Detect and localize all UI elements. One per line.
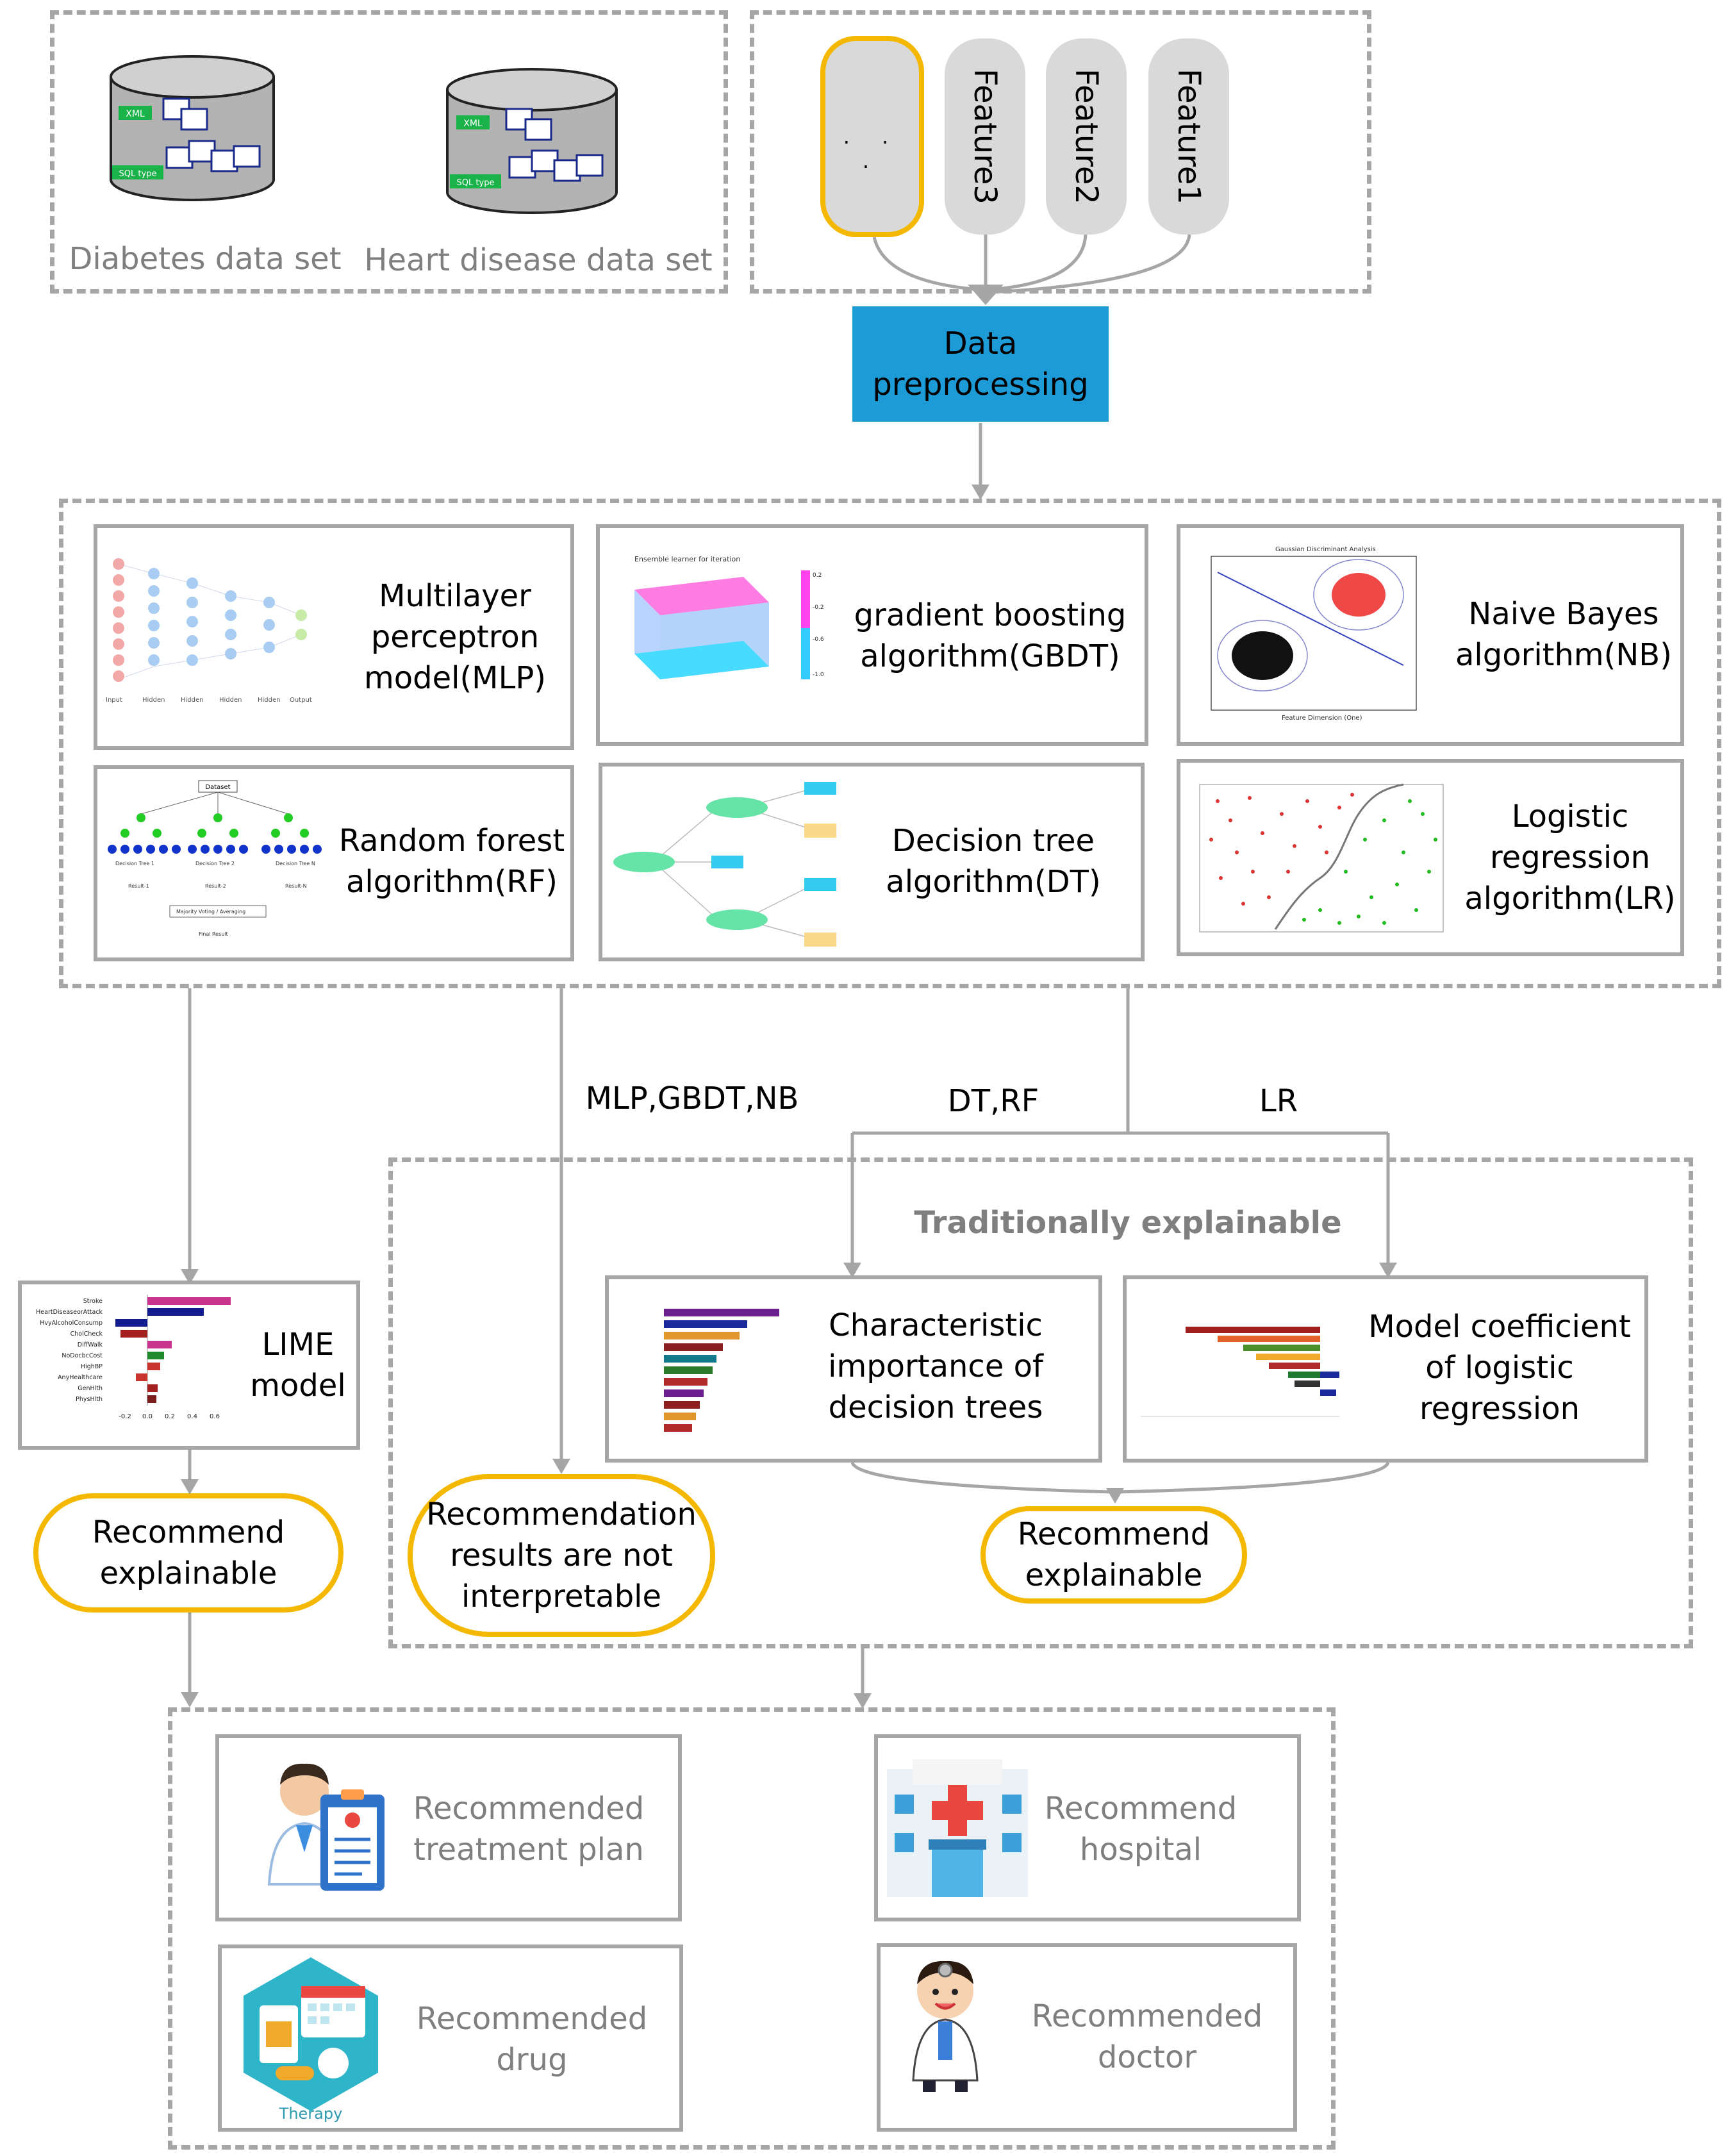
svg-text:SQL type: SQL type bbox=[119, 169, 157, 179]
gbdt-model-label: gradient boosting algorithm(GBDT) bbox=[854, 597, 1127, 674]
diabetes-database-icon: XML SQL type bbox=[110, 55, 275, 201]
lime-feature-0: Stroke bbox=[83, 1298, 103, 1305]
rf-model-label: Random forest algorithm(RF) bbox=[338, 823, 565, 900]
svg-text:Output: Output bbox=[290, 697, 312, 704]
svg-text:-0.2: -0.2 bbox=[813, 604, 824, 611]
lime-feature-1: HeartDiseaseorAttack bbox=[36, 1309, 103, 1316]
traditionally-explainable-group bbox=[388, 1157, 1693, 1648]
traditionally-explainable-title: Traditionally explainable bbox=[914, 1205, 1342, 1241]
svg-text:Result-1: Result-1 bbox=[128, 883, 149, 889]
dt-importance-label: Characteristic importance of decision tr… bbox=[828, 1307, 1043, 1425]
lime-model-label: LIME model bbox=[250, 1327, 346, 1404]
lr-coef-box bbox=[1123, 1275, 1648, 1463]
svg-text:Input: Input bbox=[106, 697, 122, 704]
branch-label-dt-rf: DT,RF bbox=[947, 1083, 1039, 1119]
lime-feature-8: GenHlth bbox=[78, 1385, 103, 1392]
rf-model-box bbox=[94, 765, 574, 961]
svg-text:Majority Voting / Averaging: Majority Voting / Averaging bbox=[176, 909, 245, 915]
branch-label-mlp-gbdt-nb: MLP,GBDT,NB bbox=[585, 1081, 799, 1116]
lime-bar-chart: Stroke HeartDiseaseorAttack HvyAlcoholCo… bbox=[36, 1295, 231, 1420]
svg-text:Hidden: Hidden bbox=[219, 697, 242, 704]
heart-database-icon: XML SQL type bbox=[446, 68, 618, 214]
lr-coef-label: Model coefficient of logistic regression bbox=[1368, 1309, 1631, 1427]
dt-tree-diagram bbox=[613, 782, 836, 947]
diabetes-dataset-label: Diabetes data set bbox=[69, 241, 342, 277]
svg-text:Result-N: Result-N bbox=[285, 883, 307, 889]
data-preprocessing-box: Data preprocessing bbox=[852, 306, 1109, 422]
dt-importance-chart bbox=[664, 1309, 779, 1432]
feature3-pill: Feature3 bbox=[945, 38, 1025, 235]
svg-text:Hidden: Hidden bbox=[258, 697, 280, 704]
svg-text:Result-2: Result-2 bbox=[205, 883, 226, 889]
hospital-label: Recommend hospital bbox=[1044, 1791, 1237, 1868]
heart-dataset-label: Heart disease data set bbox=[364, 242, 713, 278]
features-group bbox=[750, 10, 1371, 294]
svg-text:Decision Tree 1: Decision Tree 1 bbox=[115, 861, 154, 867]
lr-scatter-plot bbox=[1199, 783, 1444, 933]
nb-scatter-plot: Gaussian Discriminant Analysis Feature D… bbox=[1211, 546, 1417, 722]
gbdt-3d-plot: Ensemble learner for iteration 0.2 -0.2 -0… bbox=[634, 555, 824, 679]
hospital-building-icon bbox=[887, 1759, 1028, 1897]
lime-tick-2: 0.2 bbox=[165, 1413, 175, 1420]
traditional-recommend-explainable: Recommend explainable bbox=[980, 1506, 1247, 1604]
feature2-pill: Feature2 bbox=[1046, 38, 1127, 235]
lime-tick-4: 0.6 bbox=[210, 1413, 220, 1420]
lime-feature-9: PhysHlth bbox=[76, 1396, 103, 1403]
svg-text:Hidden: Hidden bbox=[142, 697, 165, 704]
lime-tick-1: 0.0 bbox=[142, 1413, 153, 1420]
doctor-avatar-icon bbox=[912, 1961, 979, 2092]
svg-text:Final Result: Final Result bbox=[199, 931, 228, 937]
connector-feature1 bbox=[989, 234, 1191, 294]
mlp-model-label: Multilayer perceptron model(MLP) bbox=[363, 578, 546, 696]
svg-text:Hidden: Hidden bbox=[181, 697, 203, 704]
drug-label: Recommended drug bbox=[416, 2001, 648, 2078]
lime-tick-3: 0.4 bbox=[187, 1413, 197, 1420]
lr-coef-chart bbox=[1141, 1327, 1339, 1417]
recommendations-group bbox=[168, 1707, 1336, 2150]
lime-feature-5: NoDocbcCost bbox=[62, 1352, 103, 1359]
therapy-drug-icon: Therapy bbox=[244, 1957, 378, 2123]
svg-text:Decision Tree N: Decision Tree N bbox=[276, 861, 315, 867]
branch-label-lr: LR bbox=[1259, 1083, 1298, 1119]
dt-model-label: Decision tree algorithm(DT) bbox=[886, 823, 1101, 900]
svg-text:Ensemble learner for iteration: Ensemble learner for iteration bbox=[634, 555, 740, 563]
models-group bbox=[59, 499, 1721, 988]
svg-text:Decision Tree 2: Decision Tree 2 bbox=[195, 861, 235, 867]
svg-text:XML: XML bbox=[463, 119, 483, 129]
lime-feature-4: DiffWalk bbox=[78, 1341, 103, 1348]
lime-tick-0: -0.2 bbox=[119, 1413, 131, 1420]
feature-ellipsis-pill: . . . bbox=[820, 36, 924, 237]
svg-text:Dataset: Dataset bbox=[205, 784, 230, 791]
doctor-clipboard-icon bbox=[267, 1763, 385, 1891]
datasets-group bbox=[50, 10, 728, 294]
not-interpretable-oval: Recommendation results are not interpret… bbox=[408, 1474, 715, 1637]
feature1-pill: Feature1 bbox=[1148, 38, 1229, 235]
ellipsis-text: . . . bbox=[843, 124, 902, 173]
svg-text:SQL type: SQL type bbox=[457, 178, 495, 188]
svg-text:Gaussian Discriminant Analysis: Gaussian Discriminant Analysis bbox=[1275, 546, 1376, 553]
mlp-model-box bbox=[94, 524, 574, 750]
svg-text:XML: XML bbox=[126, 109, 145, 119]
rf-tree-diagram: Dataset Decision Tree 1 Decision Tree 2 De… bbox=[108, 780, 322, 937]
connector-ellipsis bbox=[872, 236, 981, 292]
lime-recommend-explainable: Recommend explainable bbox=[33, 1493, 343, 1613]
mlp-network-diagram: Input Hidden Hidden Hidden Hidden Output bbox=[106, 558, 312, 704]
svg-text:0.2: 0.2 bbox=[813, 572, 822, 579]
lime-feature-3: CholCheck bbox=[70, 1331, 103, 1338]
svg-text:-0.6: -0.6 bbox=[813, 636, 824, 643]
doctor-label: Recommended doctor bbox=[1031, 1998, 1263, 2075]
connector-feature2 bbox=[989, 234, 1088, 292]
svg-text:-1.0: -1.0 bbox=[813, 672, 824, 678]
lr-model-label: Logistic regression algorithm(LR) bbox=[1464, 799, 1676, 916]
lime-feature-6: HighBP bbox=[81, 1363, 103, 1370]
nb-model-label: Naive Bayes algorithm(NB) bbox=[1455, 596, 1672, 673]
svg-text:Feature Dimension (One): Feature Dimension (One) bbox=[1282, 715, 1362, 722]
lime-feature-7: AnyHealthcare bbox=[58, 1374, 103, 1381]
lime-feature-2: HvyAlcoholConsump bbox=[40, 1320, 103, 1327]
treatment-plan-label: Recommended treatment plan bbox=[413, 1791, 645, 1868]
therapy-caption: Therapy bbox=[279, 2105, 343, 2123]
